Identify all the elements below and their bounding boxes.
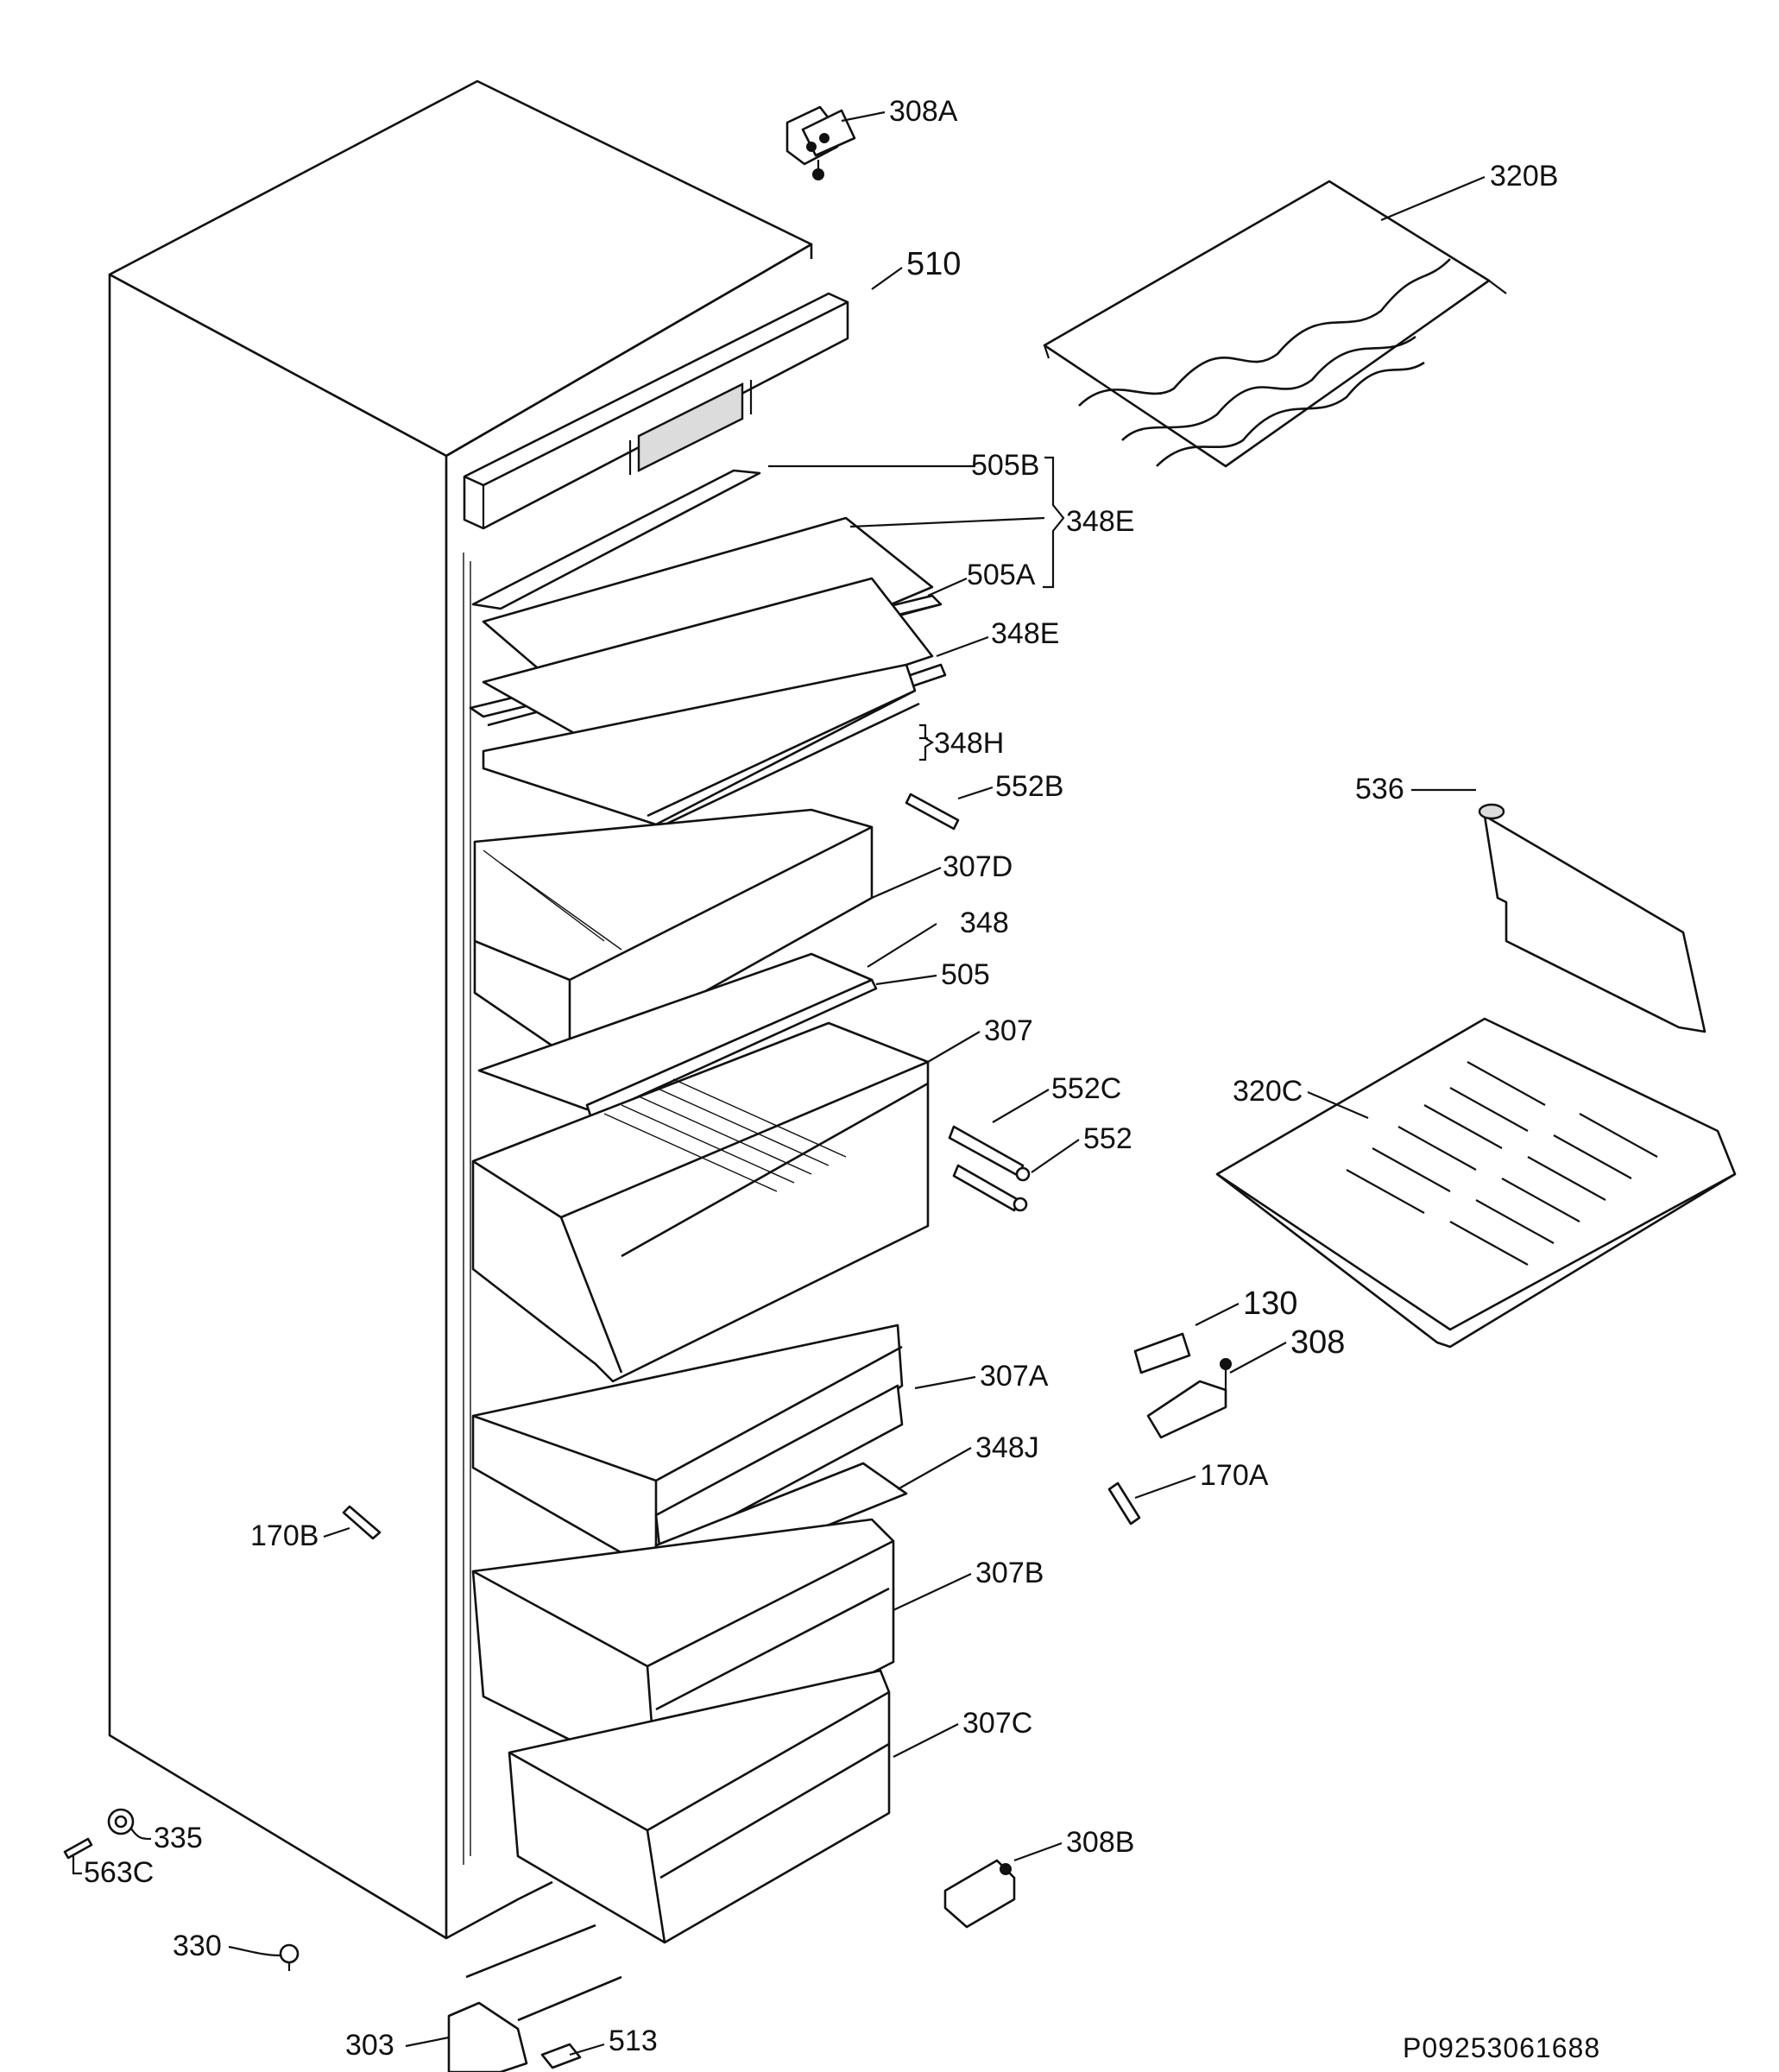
label-308: 308: [1290, 1324, 1345, 1361]
label-552b: 552B: [995, 770, 1063, 803]
glass-shelf-348h: [482, 663, 920, 831]
label-552c: 552C: [1051, 1072, 1121, 1105]
part-552b: [905, 793, 960, 831]
part-552c: [948, 1125, 1025, 1212]
drawer-307: [471, 1021, 930, 1383]
label-335: 335: [154, 1822, 203, 1854]
label-307b: 307B: [975, 1557, 1044, 1589]
foot-335: [107, 1808, 135, 1835]
control-panel-510: [463, 292, 849, 530]
hinge-308a: [785, 105, 856, 180]
label-307d: 307D: [943, 850, 1013, 883]
hinge-308: [1146, 1358, 1232, 1439]
wine-rack-320b: [1043, 180, 1507, 468]
reference-code: P09253061688: [1403, 2032, 1600, 2063]
label-330: 330: [173, 1930, 222, 1962]
label-510: 510: [906, 246, 961, 282]
label-308a: 308A: [889, 95, 958, 128]
part-170a: [1107, 1481, 1141, 1526]
label-170a: 170A: [1200, 1459, 1269, 1492]
label-505a: 505A: [967, 559, 1036, 591]
label-348: 348: [960, 906, 1009, 939]
label-552: 552: [1083, 1122, 1132, 1155]
label-303: 303: [345, 2029, 394, 2062]
label-320b: 320B: [1490, 160, 1558, 193]
label-320c: 320C: [1233, 1075, 1303, 1108]
bottle-retainer-536: [1478, 803, 1706, 1033]
part-130: [1133, 1332, 1191, 1374]
label-348j: 348J: [975, 1431, 1039, 1464]
hinge-308b: [943, 1859, 1016, 1929]
label-130: 130: [1243, 1286, 1297, 1322]
drawer-307c: [508, 1669, 891, 1944]
label-563c: 563C: [84, 1856, 154, 1889]
label-307a: 307A: [980, 1360, 1049, 1393]
plinth-303: [447, 1924, 622, 2072]
glass-shelf-348: [477, 952, 878, 1120]
label-505b: 505B: [971, 449, 1039, 482]
label-307c: 307C: [962, 1707, 1032, 1740]
shelf-320c: [1215, 1017, 1737, 1349]
part-170b: [342, 1505, 382, 1540]
label-536: 536: [1355, 773, 1404, 805]
label-348e: 348E: [991, 617, 1059, 650]
label-307: 307: [984, 1014, 1033, 1047]
label-308b: 308B: [1066, 1826, 1134, 1859]
part-513: [540, 2043, 582, 2069]
label-348e-group: 348E: [1066, 505, 1134, 538]
leader-lines: [72, 111, 1486, 2056]
pin-563c: [63, 1837, 93, 1860]
label-505: 505: [941, 958, 990, 991]
drawer-307b: [471, 1518, 895, 1785]
label-348h: 348H: [934, 727, 1004, 760]
label-170b: 170B: [250, 1519, 319, 1552]
screw-330: [279, 1943, 300, 1971]
label-513: 513: [609, 2025, 658, 2057]
part-labels: 308A 320B 510 505B 348E 505A 348E 348H 5…: [84, 95, 1558, 2062]
part-552: [1013, 1166, 1031, 1212]
